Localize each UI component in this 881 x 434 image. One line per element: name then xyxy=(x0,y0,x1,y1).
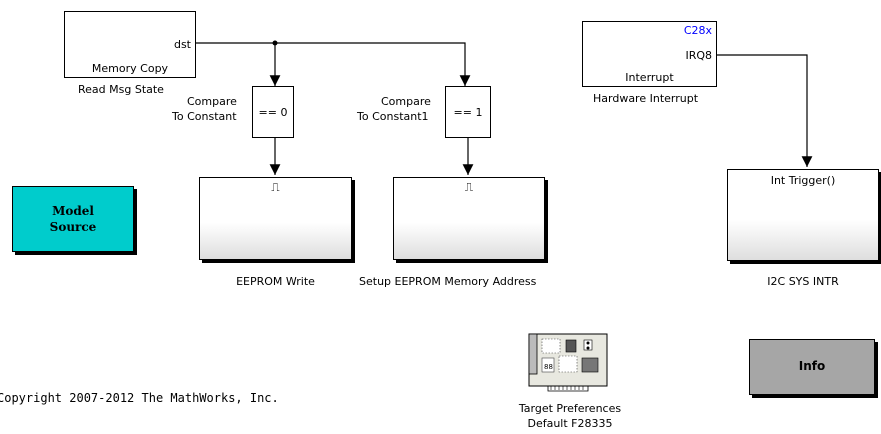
interrupt-name: Interrupt xyxy=(625,71,674,84)
info-label: Info xyxy=(798,359,826,373)
dst-port-label: dst xyxy=(173,38,191,51)
memory-copy-caption: Read Msg State xyxy=(78,83,164,96)
line-dst-to-compare0 xyxy=(196,42,281,86)
branch-point xyxy=(272,40,278,46)
int-trigger-port-label: Int Trigger() xyxy=(770,174,836,187)
line-irq8-to-i2c xyxy=(717,54,813,167)
setup-eeprom-caption: Setup EEPROM Memory Address xyxy=(359,275,537,288)
i2c-sys-intr-subsystem[interactable]: Int Trigger() xyxy=(727,169,879,261)
hardware-interrupt-block[interactable]: C28x IRQ8 Interrupt xyxy=(582,21,717,87)
line-dst-to-compare1 xyxy=(275,42,471,86)
target-preferences-line2: Default F28335 xyxy=(527,417,613,430)
memory-copy-name: Memory Copy xyxy=(91,62,169,75)
info-block[interactable]: Info xyxy=(749,339,875,395)
model-source-line2: Source xyxy=(49,220,97,234)
i2c-sys-intr-caption: I2C SYS INTR xyxy=(767,275,839,288)
compare0-caption-line2: To Constant xyxy=(172,110,237,123)
svg-text:88: 88 xyxy=(544,363,553,371)
c28x-chip-label: C28x xyxy=(683,24,712,37)
eeprom-write-caption: EEPROM Write xyxy=(236,275,315,288)
copyright-text: Copyright 2007-2012 The MathWorks, Inc. xyxy=(0,391,279,405)
target-preferences-board-icon[interactable]: 88 xyxy=(526,330,614,394)
compare1-caption-line1: Compare xyxy=(381,95,431,108)
compare1-caption-line2: To Constant1 xyxy=(357,110,429,123)
setup-eeprom-subsystem[interactable]: ⎍ xyxy=(393,177,545,260)
target-preferences-line1: Target Preferences xyxy=(518,402,622,415)
model-source-block[interactable]: Model Source xyxy=(12,186,134,252)
irq8-port-label: IRQ8 xyxy=(685,49,712,62)
compare0-value: == 0 xyxy=(258,106,288,119)
compare-to-constant1-block[interactable]: == 1 xyxy=(445,86,491,138)
hardware-interrupt-caption: Hardware Interrupt xyxy=(593,92,699,105)
compare-to-constant-block[interactable]: == 0 xyxy=(252,86,294,138)
trigger-icon: ⎍ xyxy=(271,180,280,194)
model-source-line1: Model xyxy=(52,204,94,218)
memory-copy-block[interactable]: dst Memory Copy xyxy=(64,11,196,78)
trigger-icon: ⎍ xyxy=(464,180,474,194)
eeprom-write-subsystem[interactable]: ⎍ xyxy=(199,177,352,260)
compare0-caption-line1: Compare xyxy=(187,95,237,108)
compare1-value: == 1 xyxy=(453,106,483,119)
